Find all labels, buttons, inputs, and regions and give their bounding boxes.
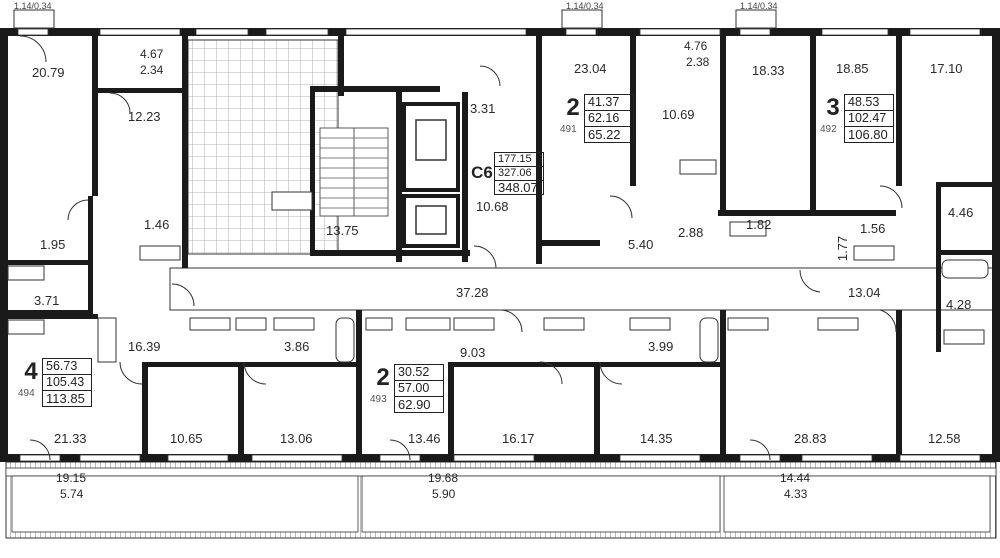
top-balcony-label: 1.14/0.34 — [740, 1, 778, 11]
room-count: 2 — [376, 364, 390, 391]
room-area-label: 1.46 — [144, 217, 170, 232]
room-area-label: 28.83 — [794, 431, 827, 446]
elevator-shafts — [402, 102, 460, 248]
apartment-number: 492 — [820, 124, 837, 135]
total-area: 327.06 — [495, 167, 543, 181]
total-area: 57.00 — [395, 381, 443, 397]
room-area-label: 13.04 — [848, 285, 881, 300]
apartment-info: C6 177.15 327.06 348.07 — [470, 152, 544, 195]
balcony-sub-label: 5.74 — [60, 487, 84, 501]
living-area: 177.15 — [495, 153, 543, 167]
living-area: 30.52 — [395, 365, 443, 381]
area-with-balcony: 113.85 — [46, 391, 85, 406]
total-area: 105.43 — [43, 375, 91, 391]
room-area-label: 3.71 — [34, 293, 60, 308]
room-area-label: 10.68 — [476, 199, 509, 214]
room-area-label: 4.28 — [946, 297, 972, 312]
room-area-label: 1.77 — [835, 235, 851, 262]
apartment-info: 2 30.52 57.00 62.90 493 — [370, 364, 444, 413]
room-count: 4 — [24, 358, 38, 385]
room-area-label: 2.88 — [678, 225, 704, 240]
room-area-label: 16.39 — [128, 339, 161, 354]
room-area-label: 18.33 — [752, 63, 785, 78]
room-area-label: 17.10 — [930, 61, 963, 76]
apartment-number: 491 — [560, 124, 577, 135]
apartment-number: 494 — [18, 388, 35, 399]
room-area-label: 2.38 — [686, 55, 710, 69]
room-count: 3 — [826, 94, 840, 121]
balcony-area-label: 19.68 — [428, 471, 459, 485]
room-area-label: 18.85 — [836, 61, 869, 76]
bath-fixtures — [7, 159, 989, 363]
room-area-label: 3.86 — [284, 339, 310, 354]
room-area-label: 1.95 — [40, 237, 66, 252]
balcony-strip — [5, 461, 997, 539]
room-area-label: 10.65 — [170, 431, 203, 446]
living-area: 48.53 — [845, 95, 893, 111]
total-area: 102.47 — [845, 111, 893, 127]
room-area-label: 13.46 — [408, 431, 441, 446]
room-area-label: 10.69 — [662, 107, 695, 122]
apartment-info: 2 41.37 62.16 65.22 491 — [560, 94, 634, 143]
room-area-label: 9.03 — [460, 345, 486, 360]
room-area-label: 3.31 — [470, 101, 496, 116]
room-area-label: 12.23 — [128, 109, 161, 124]
area-with-balcony: 65.22 — [588, 127, 621, 142]
room-area-label: 1.82 — [746, 217, 772, 232]
room-area-label: 2.34 — [140, 63, 164, 77]
room-area-label: 21.33 — [54, 431, 87, 446]
room-area-label: 4.67 — [140, 47, 164, 61]
room-area-label: 3.99 — [648, 339, 674, 354]
top-balcony-label: 1.14/0.34 — [14, 1, 52, 11]
apartment-info: 4 56.73 105.43 113.85 494 — [18, 358, 92, 407]
apartment-number: 493 — [370, 394, 387, 405]
room-area-label: 13.06 — [280, 431, 313, 446]
top-balconies — [13, 9, 777, 29]
corridor — [169, 267, 1000, 311]
room-area-label: 5.40 — [628, 237, 654, 252]
door-swings — [19, 35, 903, 461]
balcony-area-label: 19.15 — [56, 471, 87, 485]
living-area: 56.73 — [43, 359, 91, 375]
room-area-label: 23.04 — [574, 61, 607, 76]
staircase — [319, 127, 389, 217]
room-area-label: 13.75 — [326, 223, 359, 238]
room-count: 2 — [566, 94, 580, 121]
tiled-hall — [187, 39, 339, 255]
room-area-label: 16.17 — [502, 431, 535, 446]
room-area-label: 12.58 — [928, 431, 961, 446]
room-area-label: 4.46 — [948, 205, 974, 220]
top-balcony-label: 1.14/0.34 — [566, 1, 604, 11]
windows-bottom — [19, 454, 981, 462]
balcony-area-label: 14.44 — [780, 471, 811, 485]
room-area-label: 4.76 — [684, 39, 708, 53]
room-area-label: 14.35 — [640, 431, 673, 446]
total-area: 62.16 — [585, 111, 633, 127]
room-area-label: 20.79 — [32, 65, 65, 80]
room-count: C6 — [471, 163, 493, 182]
balcony-sub-label: 5.90 — [432, 487, 456, 501]
balcony-sub-label: 4.33 — [784, 487, 808, 501]
windows-top — [17, 28, 981, 36]
living-area: 41.37 — [585, 95, 633, 111]
area-with-balcony: 106.80 — [848, 127, 888, 142]
area-with-balcony: 348.07 — [498, 180, 538, 195]
room-area-label: 1.56 — [860, 221, 886, 236]
room-area-label: 37.28 — [456, 285, 489, 300]
area-with-balcony: 62.90 — [398, 397, 431, 412]
apartment-info: 3 48.53 102.47 106.80 492 — [820, 94, 894, 143]
